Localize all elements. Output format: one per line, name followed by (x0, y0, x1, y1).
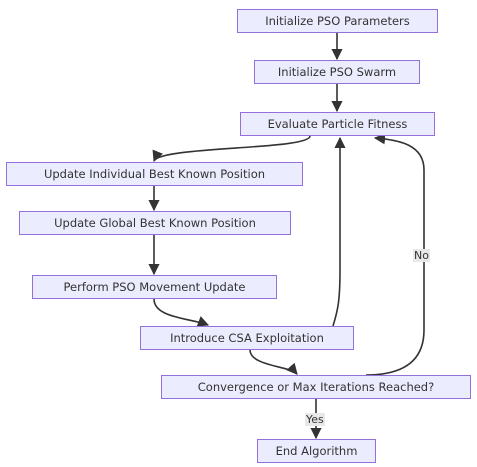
node-end-algorithm: End Algorithm (257, 439, 376, 463)
edge-convergence-no-to-evaluate (365, 133, 425, 376)
node-update-global-best: Update Global Best Known Position (19, 211, 291, 235)
edge-label-no: No (413, 249, 430, 262)
edge-csa-to-evaluate (332, 136, 346, 327)
node-evaluate-particle-fitness: Evaluate Particle Fitness (240, 112, 435, 136)
node-pso-movement-update: Perform PSO Movement Update (32, 275, 277, 299)
edge-evaluate-to-individual (152, 135, 311, 163)
node-csa-exploitation: Introduce CSA Exploitation (140, 326, 354, 350)
node-initialize-pso-parameters: Initialize PSO Parameters (237, 9, 438, 33)
node-update-individual-best: Update Individual Best Known Position (6, 162, 303, 186)
node-initialize-pso-swarm: Initialize PSO Swarm (254, 60, 420, 84)
node-convergence-check: Convergence or Max Iterations Reached? (161, 375, 471, 399)
edge-label-yes: Yes (305, 413, 325, 426)
edge-movement-to-csa (153, 298, 210, 327)
edge-csa-to-convergence (249, 349, 298, 375)
